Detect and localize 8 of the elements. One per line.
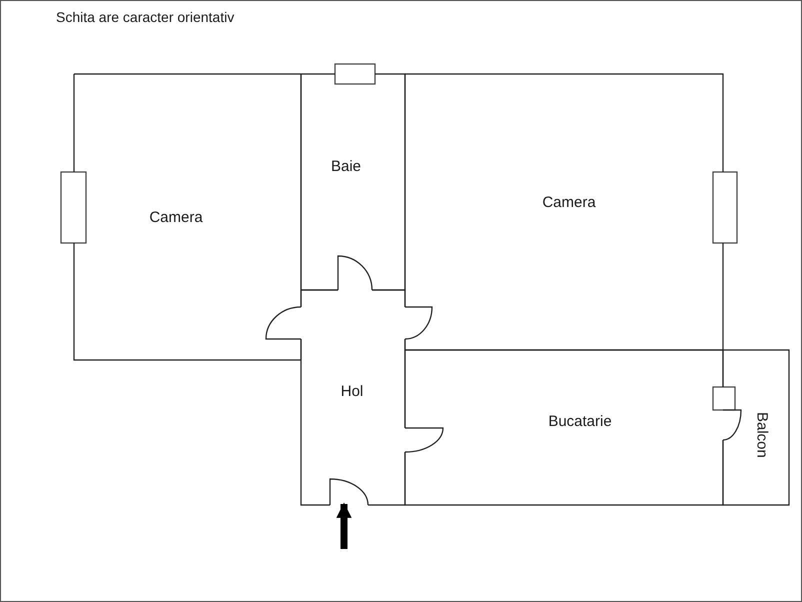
room-label: Camera xyxy=(542,194,596,210)
room-label: Camera xyxy=(149,208,203,226)
room-label: Baie xyxy=(330,158,362,174)
room-label: Hol xyxy=(340,382,364,400)
room-label: Balcon xyxy=(754,412,770,458)
room-label: Bucatarie xyxy=(548,412,612,430)
title: Schita are caracter orientativ xyxy=(56,9,234,25)
entrance-arrow xyxy=(336,502,352,549)
